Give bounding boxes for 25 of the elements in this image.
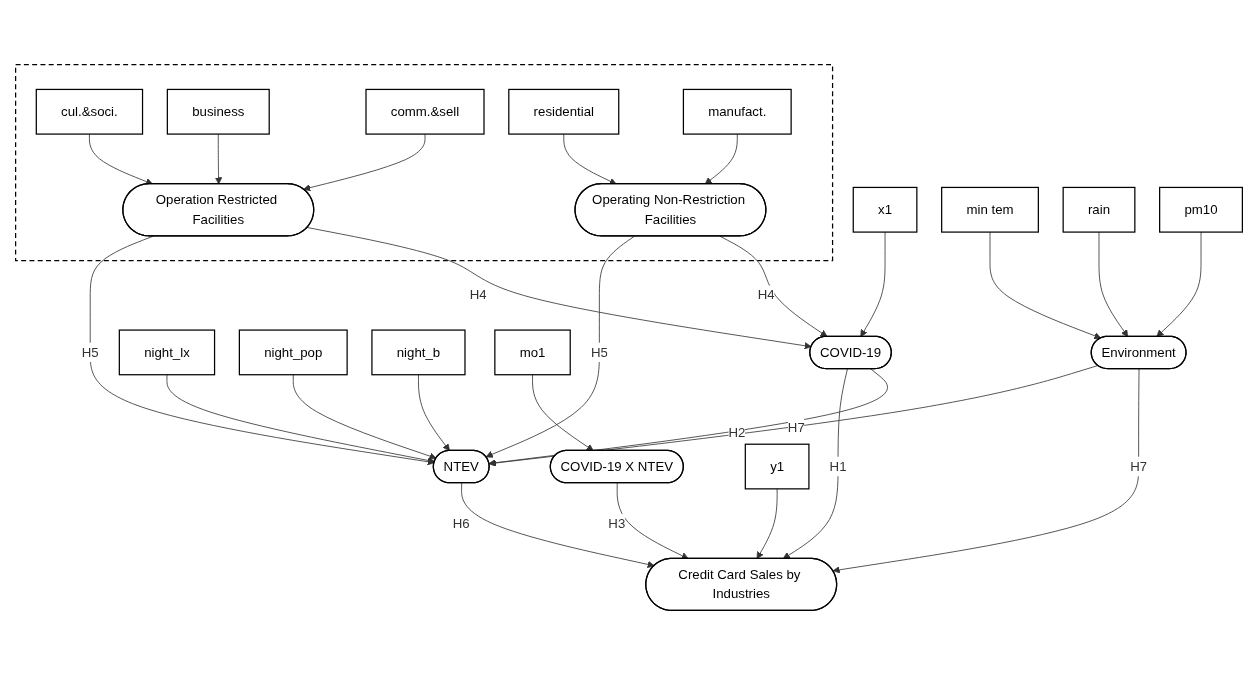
node-box: manufact. bbox=[682, 88, 792, 135]
node-box: night_lx bbox=[118, 329, 215, 376]
edge-label: H7 bbox=[1129, 459, 1147, 474]
edge-label: H5 bbox=[590, 344, 608, 359]
edge-label: H6 bbox=[452, 516, 470, 531]
node-box: y1 bbox=[744, 443, 810, 490]
cluster bbox=[14, 63, 833, 262]
node-box: pm10 bbox=[1158, 186, 1243, 233]
edge-label: H4 bbox=[757, 287, 775, 302]
node-box: night_pop bbox=[238, 329, 348, 376]
node-box: min tem bbox=[940, 186, 1039, 233]
edge-label: H7 bbox=[787, 420, 805, 435]
edge-label: H1 bbox=[829, 459, 847, 474]
node-box: business bbox=[166, 88, 270, 135]
edge-label: H3 bbox=[607, 516, 625, 531]
node-box: comm.&sell bbox=[364, 88, 485, 135]
edge-label: H5 bbox=[81, 344, 99, 359]
edge-label: H4 bbox=[469, 287, 487, 302]
node-box: night_b bbox=[370, 329, 466, 376]
edge-label: H2 bbox=[727, 425, 745, 440]
node-box: x1 bbox=[852, 186, 917, 233]
node-box: mo1 bbox=[493, 329, 571, 376]
node-box: cul.&soci. bbox=[35, 88, 143, 135]
node-box: residential bbox=[507, 88, 619, 135]
node-box: rain bbox=[1062, 186, 1135, 233]
